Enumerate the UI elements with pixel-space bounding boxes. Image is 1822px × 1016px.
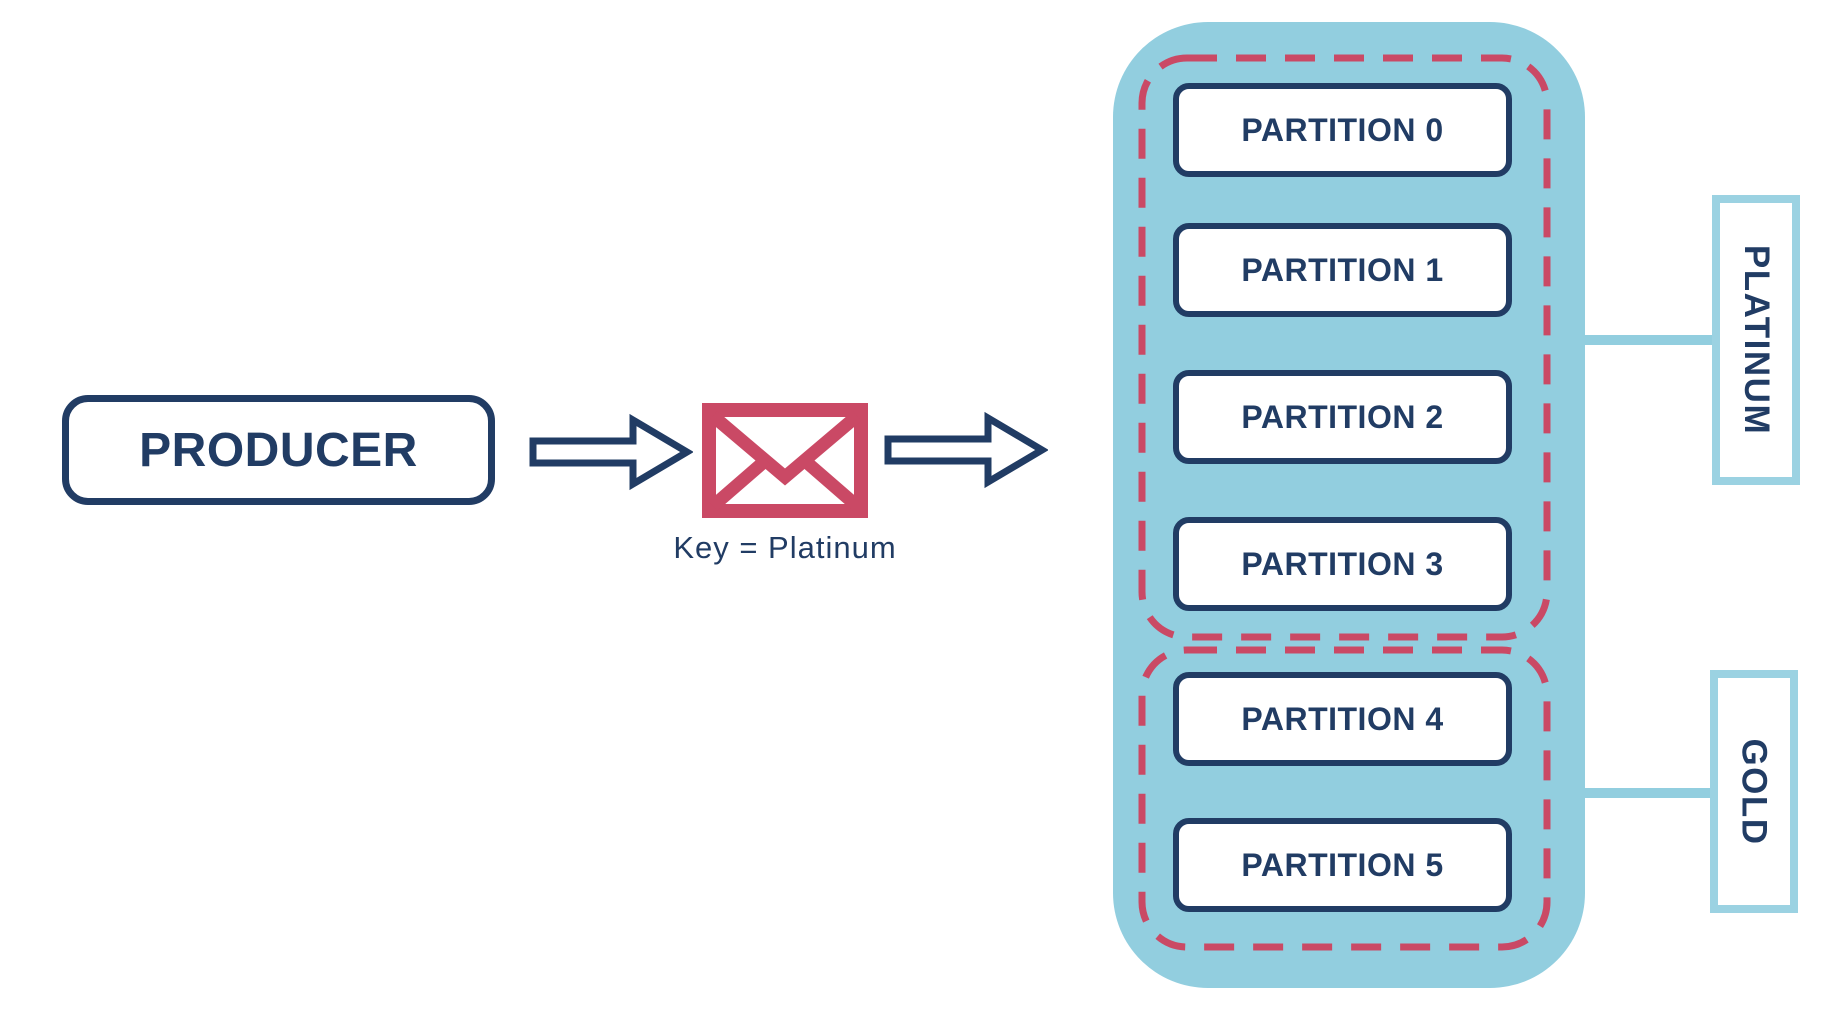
partition-label: PARTITION 5: [1241, 846, 1444, 883]
partition-box-2: PARTITION 2: [1173, 370, 1512, 464]
partition-box-1: PARTITION 1: [1173, 223, 1512, 317]
arrow-right-icon: [529, 413, 693, 491]
partition-label: PARTITION 3: [1241, 545, 1444, 582]
partition-label: PARTITION 4: [1241, 700, 1444, 737]
arrow-right-icon: [884, 411, 1048, 489]
partition-group-platinum-outline: [1138, 54, 1551, 641]
producer-box: PRODUCER: [62, 395, 495, 505]
consumer-box-gold: GOLD: [1710, 670, 1798, 913]
producer-label: PRODUCER: [139, 423, 418, 477]
partition-box-4: PARTITION 4: [1173, 672, 1512, 766]
partition-label: PARTITION 2: [1241, 398, 1444, 435]
partition-box-5: PARTITION 5: [1173, 818, 1512, 912]
partition-label: PARTITION 0: [1241, 111, 1444, 148]
partition-box-3: PARTITION 3: [1173, 517, 1512, 611]
partition-label: PARTITION 1: [1241, 251, 1444, 288]
partition-box-0: PARTITION 0: [1173, 83, 1512, 177]
connector-line-gold: [1578, 788, 1712, 798]
consumer-label-gold: GOLD: [1735, 737, 1775, 846]
envelope-icon: [702, 403, 868, 518]
partition-group-gold-outline: [1138, 646, 1551, 951]
consumer-label-platinum: PLATINUM: [1737, 244, 1776, 436]
message-key-label: Key = Platinum: [673, 530, 897, 565]
connector-line-platinum: [1578, 335, 1714, 345]
consumer-box-platinum: PLATINUM: [1712, 195, 1800, 485]
